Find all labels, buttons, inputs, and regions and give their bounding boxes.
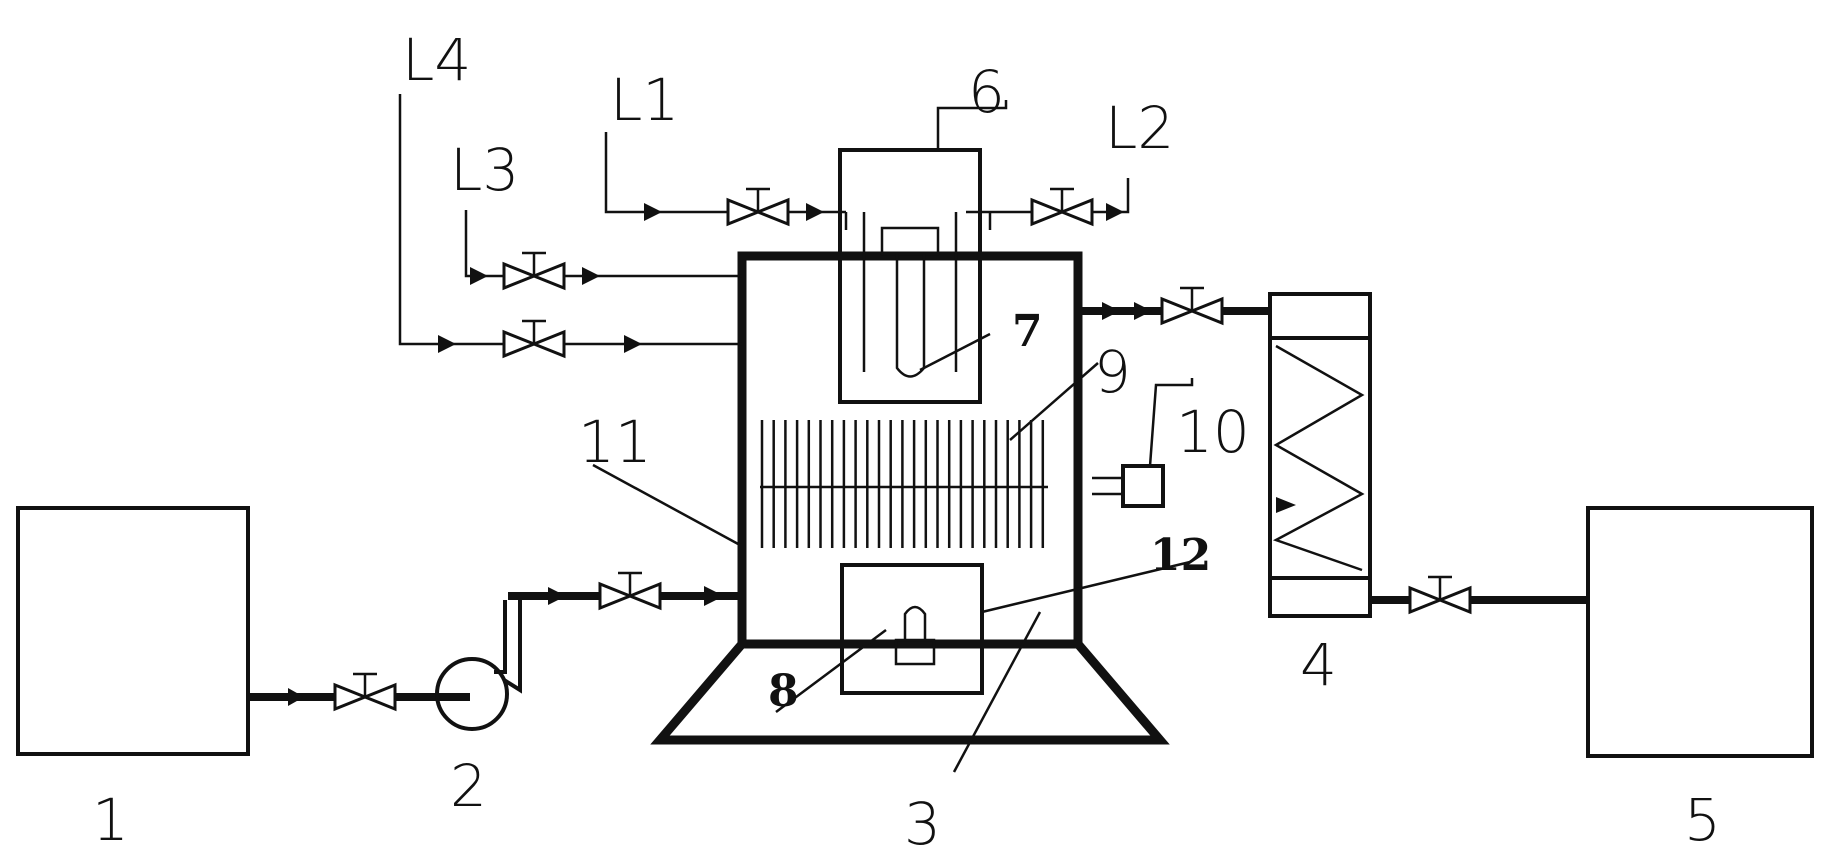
- valve-L2[interactable]: [1030, 187, 1094, 227]
- label-5: 5: [1684, 786, 1721, 854]
- label-L3: L3: [450, 136, 519, 204]
- electrode-7: [895, 254, 926, 378]
- label-1: 1: [92, 786, 129, 854]
- label-7: 7: [1012, 306, 1043, 357]
- valve-4[interactable]: [1160, 286, 1224, 326]
- label-9: 9: [1094, 338, 1131, 406]
- tank-5: [1586, 506, 1814, 758]
- valve-L3[interactable]: [502, 251, 566, 291]
- label-6: 6: [968, 58, 1005, 126]
- line-L4: [398, 94, 742, 353]
- line-L1: [604, 132, 848, 230]
- label-L1: L1: [610, 66, 679, 134]
- valve-L4[interactable]: [502, 319, 566, 359]
- leader-lines: [592, 100, 1194, 773]
- valve-2[interactable]: [598, 571, 662, 611]
- box-6: [838, 148, 982, 404]
- pipe-pump-to-reactor: [508, 586, 742, 606]
- line-L2: [966, 178, 1130, 230]
- electrode-8: [903, 605, 927, 640]
- valve-L1[interactable]: [726, 187, 790, 227]
- label-L2: L2: [1105, 94, 1174, 162]
- pump-2: [435, 600, 522, 731]
- label-8: 8: [768, 666, 799, 717]
- label-10: 10: [1176, 398, 1250, 466]
- label-3: 3: [904, 790, 941, 858]
- valve-1[interactable]: [333, 672, 397, 712]
- label-L4: L4: [402, 26, 471, 94]
- label-2: 2: [450, 752, 487, 820]
- reactor-3: [650, 251, 1170, 745]
- column-4: [1268, 292, 1372, 618]
- label-4: 4: [1300, 631, 1337, 699]
- label-11: 11: [578, 408, 652, 476]
- pipe-reactor-to-column: [1078, 302, 1270, 320]
- motor-10: [1092, 464, 1165, 508]
- tank-1: [16, 506, 250, 756]
- pipe-tank1-to-pump: [248, 688, 470, 706]
- valve-5[interactable]: [1408, 575, 1472, 615]
- label-12: 12: [1150, 530, 1211, 581]
- stirrer-rods-9: [760, 420, 1048, 548]
- box-12: [840, 563, 984, 695]
- line-L3: [464, 210, 742, 285]
